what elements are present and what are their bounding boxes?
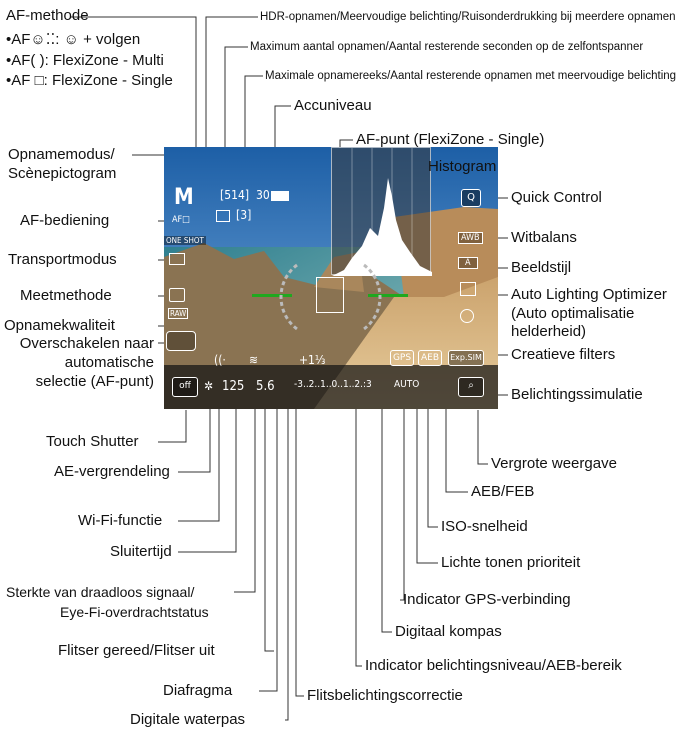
label-belichtingsniveau: Indicator belichtingsniveau/AEB-bereik bbox=[365, 657, 622, 674]
touch-shutter-button[interactable]: off bbox=[172, 377, 198, 397]
label-beeldstijl: Beeldstijl bbox=[511, 259, 572, 276]
label-overschakelen-3: selectie (AF-punt) bbox=[35, 373, 154, 390]
bottom-info-bar bbox=[164, 365, 498, 409]
label-sluitertijd: Sluitertijd bbox=[110, 543, 172, 560]
label-opnamekwaliteit: Opnamekwaliteit bbox=[4, 317, 115, 334]
drive-mode-icon bbox=[169, 253, 185, 265]
shots-remaining: [514] bbox=[220, 188, 250, 202]
camera-live-view: M [514] 30 AF□ [3] ONE SHOT RAW Q AWB A … bbox=[164, 147, 498, 409]
magnify-button[interactable]: ⌕ bbox=[458, 377, 484, 397]
af-method-icon: AF□ bbox=[172, 215, 190, 225]
creative-filter-icon bbox=[460, 309, 474, 323]
label-opnamemodus-2: Scènepictogram bbox=[8, 165, 117, 182]
label-max-aantal: Maximum aantal opnamen/Aantal resterende… bbox=[250, 41, 644, 53]
label-opnamemodus-1: Opnamemodus/ bbox=[8, 146, 115, 163]
battery-icon bbox=[271, 191, 289, 201]
aeb-indicator: AEB bbox=[418, 350, 442, 366]
label-accuniveau: Accuniveau bbox=[294, 97, 372, 114]
label-af-methode: AF-methode bbox=[6, 7, 89, 24]
white-balance-icon: AWB bbox=[458, 232, 483, 244]
timer-value: 30 bbox=[256, 188, 270, 202]
label-flitser: Flitser gereed/Flitser uit bbox=[58, 642, 215, 659]
label-max-reeks: Maximale opnamereeks/Aantal resterende o… bbox=[265, 70, 676, 82]
picture-style-icon: A bbox=[458, 257, 478, 269]
label-vergrote-weergave: Vergrote weergave bbox=[491, 455, 617, 472]
label-af-option-2: •AF( ): FlexiZone - Multi bbox=[6, 52, 164, 69]
ae-lock-icon: ✲ bbox=[204, 379, 214, 393]
label-aeb-feb: AEB/FEB bbox=[471, 483, 535, 500]
label-meetmethode: Meetmethode bbox=[20, 287, 112, 304]
level-right bbox=[368, 294, 408, 297]
shutter-speed: 125 bbox=[222, 379, 245, 394]
label-quick-control: Quick Control bbox=[511, 189, 602, 206]
exposure-level-scale: -3..2..1..0..1..2.:3 bbox=[294, 379, 372, 390]
label-belichtingssimulatie: Belichtingssimulatie bbox=[511, 386, 643, 403]
label-af-option-1: •AF☺⁚⁚: ☺ + volgen bbox=[6, 31, 141, 48]
gps-indicator: GPS bbox=[390, 350, 414, 366]
af-point-frame bbox=[316, 277, 344, 313]
level-left bbox=[252, 294, 292, 297]
af-switch-button[interactable] bbox=[166, 331, 196, 351]
label-hdr: HDR-opnamen/Meervoudige belichting/Ruiso… bbox=[260, 11, 676, 23]
label-alo-1: Auto Lighting Optimizer bbox=[511, 286, 667, 303]
mode-indicator: M bbox=[174, 185, 194, 210]
label-witbalans: Witbalans bbox=[511, 229, 577, 246]
label-transportmodus: Transportmodus bbox=[8, 251, 117, 268]
aperture-value: 5.6 bbox=[256, 379, 275, 394]
label-ae-vergrendeling: AE-vergrendeling bbox=[54, 463, 170, 480]
label-alo-3: helderheid) bbox=[511, 323, 587, 340]
iso-speed: AUTO bbox=[394, 379, 420, 390]
multi-shot-count: [3] bbox=[236, 208, 252, 222]
label-digitale-waterpas: Digitale waterpas bbox=[130, 711, 246, 728]
label-af-punt: AF-punt (FlexiZone - Single) bbox=[356, 131, 545, 148]
exposure-comp: +1⅓ bbox=[299, 353, 326, 367]
label-flitsbelichtingscorrectie: Flitsbelichtingscorrectie bbox=[307, 687, 463, 704]
multi-shot-icon bbox=[216, 210, 230, 222]
label-diafragma: Diafragma bbox=[163, 682, 233, 699]
label-overschakelen-1: Overschakelen naar bbox=[19, 335, 154, 352]
level-arc bbox=[279, 263, 382, 331]
label-wifi-functie: Wi-Fi-functie bbox=[78, 512, 163, 529]
label-iso-snelheid: ISO-snelheid bbox=[441, 518, 528, 535]
label-lichte-tonen: Lichte tonen prioriteit bbox=[441, 554, 581, 571]
oneshot-icon: ONE SHOT bbox=[164, 236, 206, 245]
wifi-icon: ≋ bbox=[249, 353, 259, 367]
eye-fi-icon: ((· bbox=[214, 353, 226, 367]
label-histogram: Histogram bbox=[428, 158, 497, 175]
metering-icon bbox=[169, 288, 185, 302]
alo-icon bbox=[460, 282, 476, 296]
raw-quality-icon: RAW bbox=[168, 308, 189, 319]
label-af-bediening: AF-bediening bbox=[20, 212, 110, 229]
label-digitaal-kompas: Digitaal kompas bbox=[395, 623, 502, 640]
label-alo-2: (Auto optimalisatie bbox=[511, 305, 635, 322]
label-creatieve-filters: Creatieve filters bbox=[511, 346, 616, 363]
label-sterkte-2: Eye-Fi-overdrachtstatus bbox=[60, 604, 209, 620]
histogram-graph bbox=[332, 148, 432, 276]
label-af-option-3: •AF □: FlexiZone - Single bbox=[6, 72, 173, 89]
label-sterkte-1: Sterkte van draadloos signaal/ bbox=[6, 584, 195, 600]
label-touch-shutter: Touch Shutter bbox=[46, 433, 139, 450]
label-gps: Indicator GPS-verbinding bbox=[403, 591, 571, 608]
label-overschakelen-2: automatische bbox=[64, 354, 154, 371]
quick-control-button[interactable]: Q bbox=[461, 189, 481, 207]
histogram-panel bbox=[331, 147, 432, 276]
exposure-sim-indicator: Exp.SIM bbox=[448, 350, 484, 366]
